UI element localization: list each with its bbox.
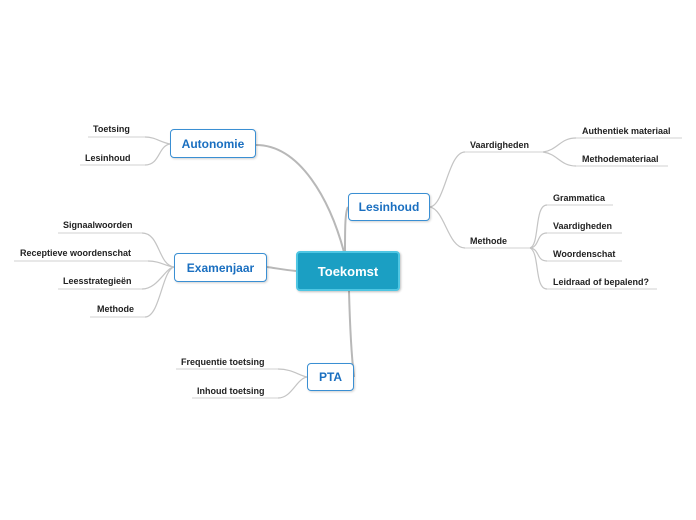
subtopic-leidraad[interactable]: Leidraad of bepalend? — [553, 277, 650, 287]
subtopic-receptieve-woordenschat[interactable]: Receptieve woordenschat — [20, 248, 132, 258]
topic-autonomie-label: Autonomie — [181, 136, 245, 151]
subtopic-leesstrategieen[interactable]: Leesstrategieën — [63, 276, 132, 286]
central-topic-label: Toekomst — [317, 263, 379, 279]
link-methode-vaardigheden — [529, 232, 548, 249]
link-autonomie-lesinhoud — [144, 143, 171, 166]
link-examenjaar-receptieve — [147, 260, 175, 268]
topic-lesinhoud-label: Lesinhoud — [358, 200, 420, 214]
subtopic-frequentie-toetsing[interactable]: Frequentie toetsing — [181, 357, 265, 367]
topic-examenjaar[interactable]: Examenjaar — [174, 253, 267, 282]
link-central-examenjaar — [266, 266, 297, 272]
topic-pta-label: PTA — [318, 370, 343, 384]
link-central-autonomie — [255, 144, 345, 253]
subtopic-vaardigheden-methode[interactable]: Vaardigheden — [553, 221, 613, 231]
link-central-lesinhoud — [344, 206, 349, 253]
link-methode-woordenschat — [529, 247, 548, 262]
subtopic-woordenschat[interactable]: Woordenschat — [553, 249, 616, 259]
subtopic-inhoud-toetsing[interactable]: Inhoud toetsing — [197, 386, 265, 396]
link-lesinhoud-methode — [429, 206, 466, 249]
topic-lesinhoud[interactable]: Lesinhoud — [348, 193, 430, 221]
subtopic-lesinhoud[interactable]: Lesinhoud — [85, 153, 131, 163]
subtopic-signaalwoorden[interactable]: Signaalwoorden — [63, 220, 133, 230]
link-lesinhoud-vaardigheden — [429, 151, 466, 208]
topic-autonomie[interactable]: Autonomie — [170, 129, 256, 158]
subtopic-grammatica[interactable]: Grammatica — [553, 193, 606, 203]
subtopic-toetsing[interactable]: Toetsing — [93, 124, 130, 134]
link-pta-inhoud — [277, 376, 308, 399]
central-topic[interactable]: Toekomst — [296, 251, 400, 291]
topic-pta[interactable]: PTA — [307, 363, 354, 391]
subtopic-methode-lesinhoud[interactable]: Methode — [470, 236, 507, 246]
link-examenjaar-methode — [144, 266, 175, 318]
link-examenjaar-signaalwoorden — [141, 232, 175, 268]
subtopic-authentiek-materiaal[interactable]: Authentiek materiaal — [582, 126, 671, 136]
link-vaardigheden-methodemateriaal — [542, 151, 577, 167]
link-vaardigheden-authentiek — [542, 137, 577, 153]
subtopic-methode-examenjaar[interactable]: Methode — [97, 304, 134, 314]
link-pta-frequentie — [277, 368, 308, 378]
topic-examenjaar-label: Examenjaar — [186, 260, 255, 275]
link-methode-leidraad — [529, 247, 548, 290]
link-autonomie-toetsing — [144, 136, 171, 145]
subtopic-methodemateriaal[interactable]: Methodemateriaal — [582, 154, 659, 164]
subtopic-vaardigheden[interactable]: Vaardigheden — [470, 140, 530, 150]
link-methode-grammatica — [529, 204, 548, 249]
